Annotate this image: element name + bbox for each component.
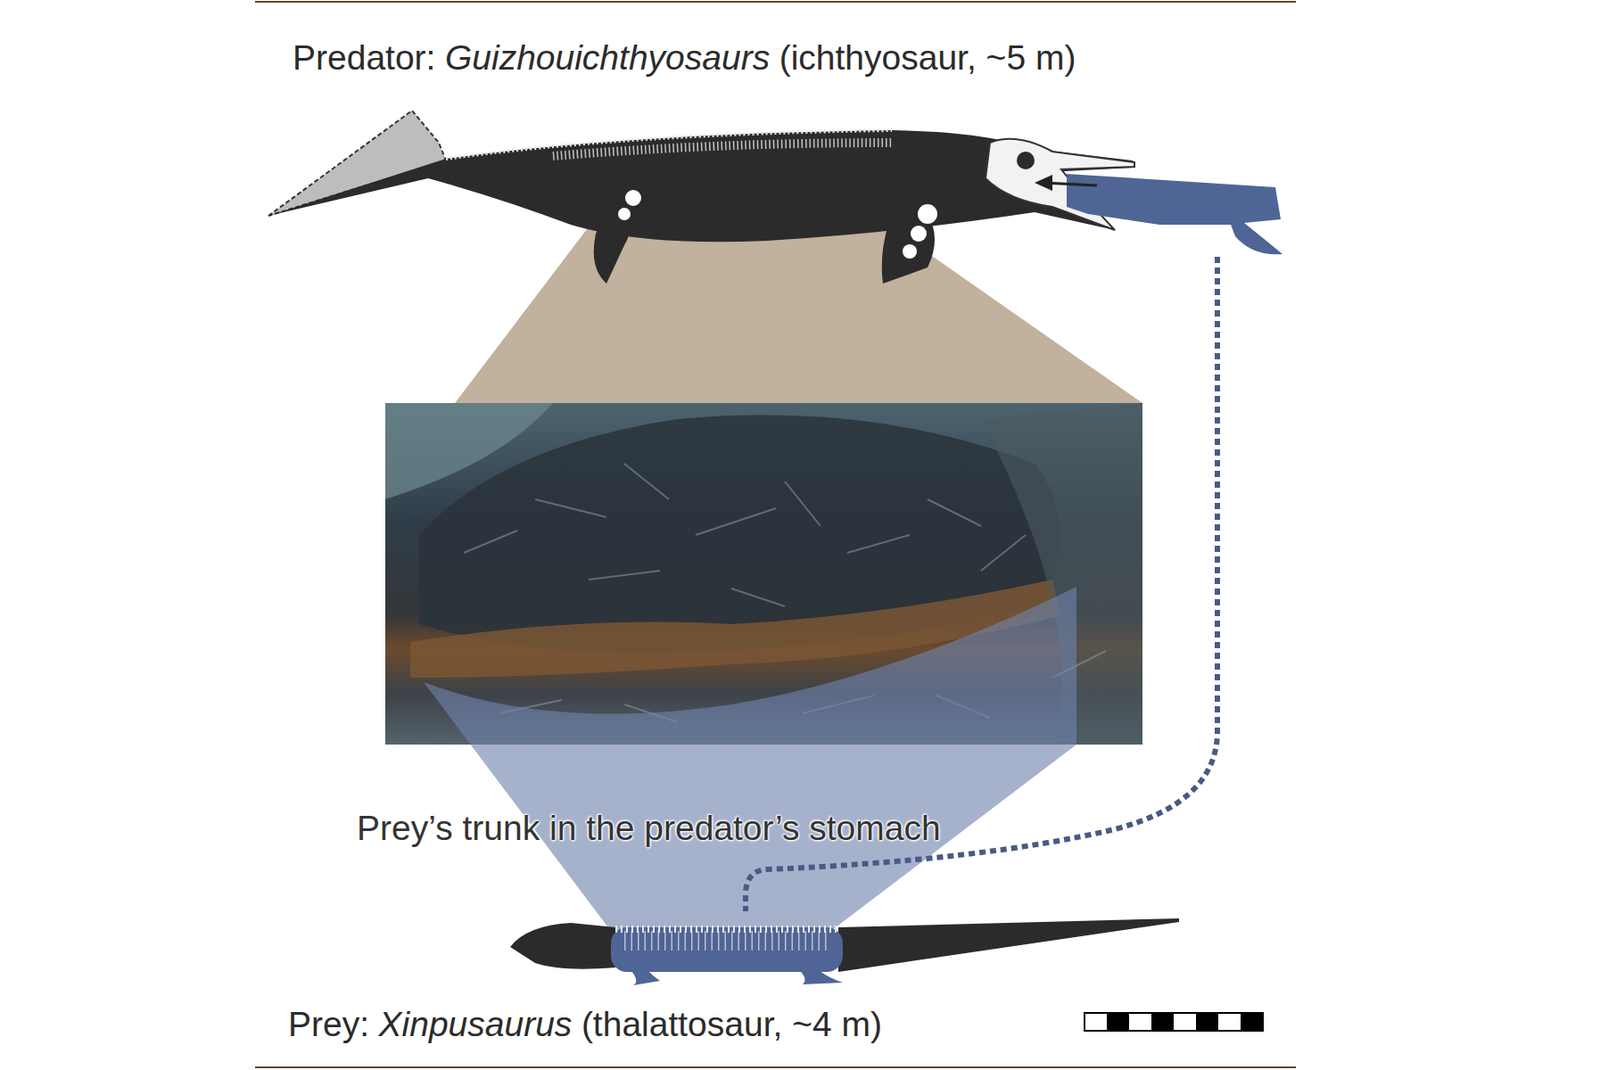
stomach-caption: Prey’s trunk in the predator’s stomach — [356, 809, 941, 849]
ichthyosaur-body — [268, 130, 1135, 242]
hind-flipper — [593, 191, 632, 284]
prey-ribs — [615, 929, 839, 941]
scale-bar — [1084, 1013, 1263, 1031]
predator-caption: Predator:Guizhouichthyosaurs(ichthyosaur… — [292, 39, 1076, 78]
top-rule — [255, 0, 1296, 3]
prey-caption: Prey:Xinpusaurus(thalattosaur, ~4 m) — [288, 1006, 883, 1045]
prey-tail — [838, 918, 1180, 973]
taxon-name: Xinpusaurus — [379, 1006, 573, 1045]
tail-fin — [268, 110, 446, 216]
taxon-note: (thalattosaur, ~4 m) — [581, 1006, 883, 1045]
prey-head — [510, 923, 616, 970]
taxon-note: (ichthyosaur, ~5 m) — [779, 39, 1077, 78]
bottom-rule — [255, 1066, 1296, 1069]
prey-in-mouth — [1066, 173, 1283, 255]
callout-label: Prey’s trunk in the predator’s stomach — [356, 809, 941, 849]
caption-prefix: Predator: — [292, 39, 436, 78]
vertebrae — [445, 130, 892, 159]
prey-forelimb — [624, 961, 660, 986]
orbit — [1016, 151, 1035, 170]
prey-hindlimb — [784, 956, 843, 985]
taxon-name: Guizhouichthyosaurs — [445, 39, 770, 78]
caption-prefix: Prey: — [288, 1006, 370, 1045]
